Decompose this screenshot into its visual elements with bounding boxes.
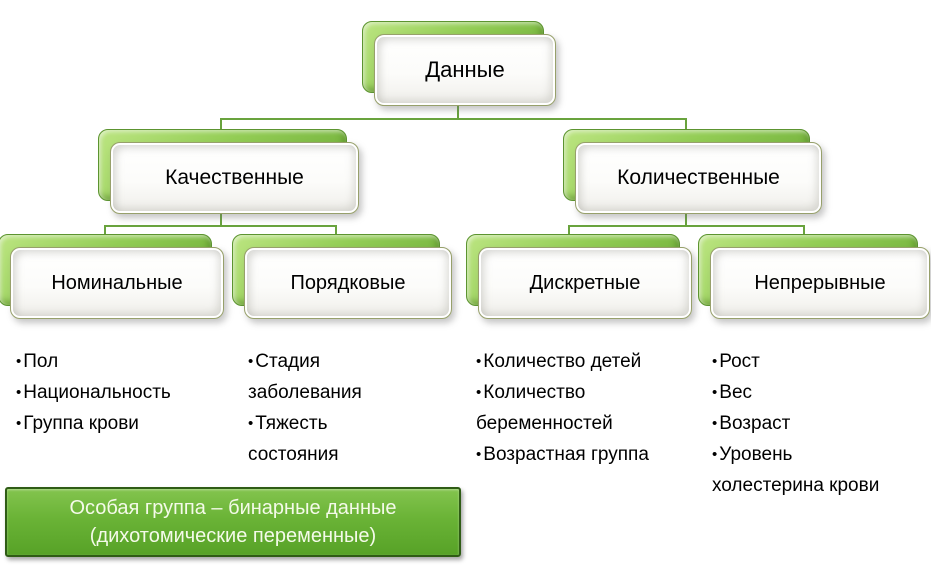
list-item: •Группа крови — [16, 408, 241, 439]
list-item-text: Национальность — [23, 382, 171, 403]
list-item: •Уровень холестерина крови — [712, 439, 880, 501]
list-item-text: Вес — [719, 382, 753, 403]
connector-to-quantitative — [685, 118, 687, 132]
list-item: •Стадия заболевания — [248, 346, 398, 408]
connector-quantitative-down — [685, 211, 687, 225]
list-ordinal-examples: •Стадия заболевания•Тяжесть состояния — [248, 346, 398, 470]
list-item-text: Количество беременностей — [476, 382, 613, 434]
node-discrete: Дискретные — [466, 234, 692, 319]
connector-qualitative-down — [220, 211, 222, 225]
list-item: •Возрастная группа — [476, 439, 688, 470]
bullet-icon: • — [16, 415, 22, 432]
connector-quantitative-horizontal — [568, 225, 805, 227]
list-item-text: Рост — [719, 351, 760, 372]
connector-level1-horizontal — [220, 118, 687, 120]
bullet-icon: • — [248, 415, 254, 432]
list-item-text: Возрастная группа — [483, 444, 649, 465]
node-data: Данные — [362, 21, 556, 106]
connector-to-continuous — [803, 225, 805, 237]
node-label: Количественные — [575, 142, 822, 214]
list-item: •Количество беременностей — [476, 377, 688, 439]
node-continuous: Непрерывные — [698, 234, 930, 319]
bullet-icon: • — [712, 446, 718, 463]
list-item-text: Уровень холестерина крови — [712, 444, 880, 496]
node-ordinal: Порядковые — [232, 234, 452, 319]
bullet-icon: • — [476, 353, 482, 370]
node-nominal: Номинальные — [0, 234, 224, 319]
bullet-icon: • — [712, 353, 718, 370]
connector-to-qualitative — [220, 118, 222, 132]
connector-to-nominal — [104, 225, 106, 237]
list-item: •Тяжесть состояния — [248, 408, 398, 470]
node-label: Непрерывные — [710, 247, 930, 319]
node-qualitative: Качественные — [98, 129, 359, 214]
list-item-text: Пол — [23, 351, 59, 372]
node-label: Дискретные — [478, 247, 692, 319]
node-label: Качественные — [110, 142, 359, 214]
banner-line-2: (дихотомические переменные) — [89, 525, 377, 547]
list-item: •Пол — [16, 346, 241, 377]
list-discrete-examples: •Количество детей•Количество беременност… — [476, 346, 688, 470]
list-item-text: Группа крови — [23, 413, 139, 434]
connector-to-discrete — [568, 225, 570, 237]
list-item: •Национальность — [16, 377, 241, 408]
connector-qualitative-horizontal — [104, 225, 337, 227]
bullet-icon: • — [248, 353, 254, 370]
bullet-icon: • — [712, 415, 718, 432]
list-item: •Количество детей — [476, 346, 688, 377]
bullet-icon: • — [16, 353, 22, 370]
list-item-text: Тяжесть состояния — [248, 413, 339, 465]
bullet-icon: • — [476, 446, 482, 463]
connector-to-ordinal — [335, 225, 337, 237]
list-item: •Возраст — [712, 408, 880, 439]
bullet-icon: • — [476, 384, 482, 401]
list-item-text: Стадия заболевания — [248, 351, 362, 403]
bullet-icon: • — [16, 384, 22, 401]
node-label: Порядковые — [244, 247, 452, 319]
node-quantitative: Количественные — [563, 129, 822, 214]
list-item: •Вес — [712, 377, 880, 408]
list-item-text: Количество детей — [483, 351, 642, 372]
binary-data-banner: Особая группа – бинарные данные (дихотом… — [5, 487, 461, 557]
list-nominal-examples: •Пол•Национальность•Группа крови — [16, 346, 241, 439]
node-label: Номинальные — [10, 247, 224, 319]
list-item-text: Возраст — [719, 413, 791, 434]
node-label: Данные — [374, 34, 556, 106]
connector-root-down — [457, 103, 459, 118]
bullet-icon: • — [712, 384, 718, 401]
list-continuous-examples: •Рост•Вес•Возраст•Уровень холестерина кр… — [712, 346, 880, 501]
banner-line-1: Особая группа – бинарные данные — [69, 497, 397, 519]
list-item: •Рост — [712, 346, 880, 377]
